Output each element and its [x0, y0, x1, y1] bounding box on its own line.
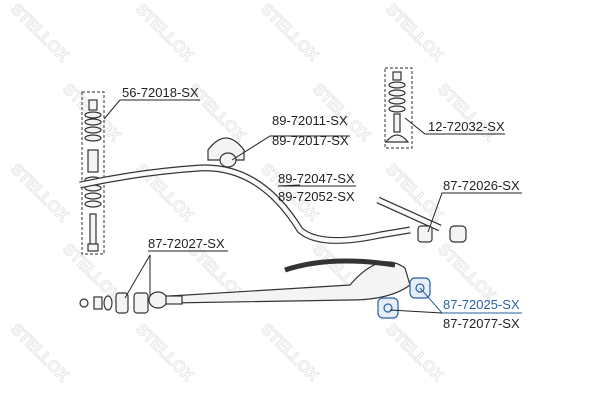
watermark-text: STELLOX: [257, 1, 321, 65]
watermark-text: STELLOX: [382, 321, 446, 385]
right-stabilizer-link: [384, 71, 410, 143]
watermark-text: STELLOX: [434, 81, 498, 145]
label-89-72047-sx: 89-72047-SX: [278, 171, 355, 186]
label-87-72025-sx: 87-72025-SX: [443, 297, 520, 312]
watermark: STELLOX STELLOX STELLOX STELLOX STELLOX STELL…: [7, 0, 499, 385]
watermark-text: STELLOX: [7, 161, 71, 225]
stabilizer-clamp: [207, 137, 245, 168]
leader-lines: [103, 99, 522, 314]
label-87-72026-sx: 87-72026-SX: [443, 178, 520, 193]
watermark-text: STELLOX: [7, 321, 71, 385]
label-89-72011-sx: 89-72011-SX: [272, 113, 348, 128]
label-87-72027-sx: 87-72027-SX: [148, 236, 225, 251]
label-12-72032-sx: 12-72032-SX: [428, 119, 505, 134]
lower-control-arm: [169, 261, 411, 304]
watermark-text: STELLOX: [132, 321, 196, 385]
label-87-72077-sx: 87-72077-SX: [443, 316, 520, 331]
label-56-72018-sx: 56-72018-SX: [122, 85, 199, 100]
right-link-frame: [384, 67, 413, 149]
left-stabilizer-link: [84, 99, 102, 252]
label-89-72052-sx: 89-72052-SX: [278, 189, 355, 204]
watermark-text: STELLOX: [434, 241, 498, 305]
watermark-text: STELLOX: [257, 321, 321, 385]
arm-bushing-upper-part: [417, 225, 467, 243]
strut-bushing-set: [79, 291, 183, 314]
parts: [79, 67, 467, 319]
watermark-text: STELLOX: [382, 1, 446, 65]
label-89-72017-sx: 89-72017-SX: [272, 133, 349, 148]
watermark-text: STELLOX: [7, 1, 71, 65]
left-link-frame: [81, 91, 105, 255]
arm-bushing-rear-part: [377, 297, 399, 319]
watermark-text: STELLOX: [132, 1, 196, 65]
